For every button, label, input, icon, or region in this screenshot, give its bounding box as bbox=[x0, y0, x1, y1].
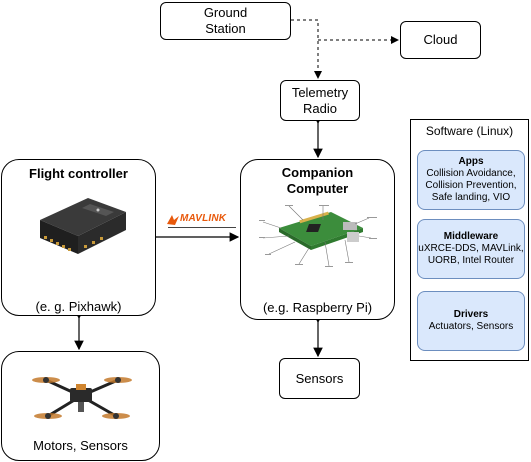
cloud-node[interactable]: Cloud bbox=[400, 21, 481, 59]
motors-caption: Motors, Sensors bbox=[33, 438, 128, 453]
apps-card[interactable]: Apps Collision Avoidance, Collision Prev… bbox=[417, 150, 525, 210]
middleware-heading: Middleware bbox=[443, 231, 499, 242]
companion-title-line1: Companion bbox=[281, 165, 354, 180]
middleware-line1: uXRCE-DDS, MAVLink, bbox=[418, 243, 524, 254]
apps-line3: Safe landing, VIO bbox=[431, 192, 511, 203]
telemetry-line2: Radio bbox=[303, 100, 337, 116]
ground-station-node[interactable]: Ground Station bbox=[160, 2, 291, 40]
drone-image bbox=[32, 377, 132, 419]
link-ground-telemetry bbox=[284, 16, 322, 79]
telemetry-line1: Telemetry bbox=[291, 84, 349, 100]
drivers-line1: Actuators, Sensors bbox=[428, 321, 514, 332]
mavlink-bird-icon bbox=[167, 215, 179, 225]
mavlink-logo: MAVLINK bbox=[166, 212, 238, 230]
sensors-node[interactable]: Sensors bbox=[279, 358, 360, 399]
ground-station-line2: Station bbox=[205, 21, 246, 36]
pixhawk-image bbox=[40, 198, 126, 254]
mavlink-text: MAVLINK bbox=[180, 213, 227, 224]
drivers-heading: Drivers bbox=[453, 309, 489, 320]
middleware-card[interactable]: Middleware uXRCE-DDS, MAVLink, UORB, Int… bbox=[417, 219, 525, 279]
middleware-line2: UORB, Intel Router bbox=[427, 255, 515, 266]
companion-computer-node[interactable]: Companion Computer (e.g. Raspberry Pi) bbox=[240, 159, 395, 320]
ground-station-line1: Ground bbox=[203, 5, 248, 20]
companion-caption: (e.g. Raspberry Pi) bbox=[262, 300, 373, 315]
raspberry-pi-image bbox=[259, 205, 377, 267]
apps-line2: Collision Prevention, bbox=[425, 180, 517, 191]
flight-controller-caption: (e. g. Pixhawk) bbox=[35, 299, 122, 314]
companion-title-line2: Computer bbox=[286, 181, 349, 196]
apps-heading: Apps bbox=[458, 156, 484, 167]
apps-line1: Collision Avoidance, bbox=[426, 168, 516, 179]
flight-controller-node[interactable]: Flight controller (e. g. Pixhawk) bbox=[1, 159, 156, 316]
sensors-label: Sensors bbox=[295, 370, 344, 386]
flight-controller-title: Flight controller bbox=[29, 166, 128, 181]
software-title: Software (Linux) bbox=[425, 124, 514, 138]
telemetry-radio-node[interactable]: Telemetry Radio bbox=[280, 80, 360, 121]
motors-node[interactable]: Motors, Sensors bbox=[1, 351, 160, 461]
cloud-label: Cloud bbox=[423, 32, 458, 47]
drivers-card[interactable]: Drivers Actuators, Sensors bbox=[417, 291, 525, 351]
